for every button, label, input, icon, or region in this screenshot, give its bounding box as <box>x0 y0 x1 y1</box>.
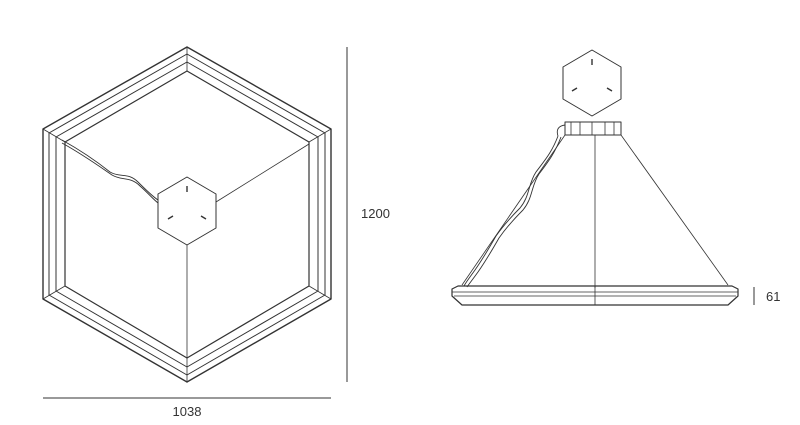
frame-corner-line <box>308 128 332 143</box>
thickness-dimension: 61 <box>753 287 780 305</box>
suspension-wire <box>461 134 566 286</box>
power-cable <box>463 135 559 287</box>
frame-corner-line <box>42 285 66 300</box>
suspension-wire <box>620 134 729 286</box>
frame-corner-line <box>308 285 332 300</box>
thickness-dimension-label: 61 <box>766 289 780 304</box>
width-dimension-label: 1038 <box>173 404 202 419</box>
power-cable <box>61 139 159 201</box>
cable-entry <box>556 124 566 137</box>
canopy-mark <box>606 87 613 92</box>
light-ring <box>451 285 739 306</box>
frame-corner-line <box>42 128 66 143</box>
height-dimension-label: 1200 <box>361 206 390 221</box>
power-cable <box>61 142 159 204</box>
height-dimension: 1200 <box>346 47 390 382</box>
side-view <box>451 49 739 306</box>
top-view <box>42 46 332 383</box>
canopy-mark <box>571 87 578 92</box>
side-canopy-hexagon <box>562 49 622 117</box>
suspension-wire <box>215 143 310 203</box>
width-dimension: 1038 <box>43 397 331 419</box>
connector-hub <box>564 121 622 136</box>
power-cable <box>466 136 562 288</box>
canopy-mark <box>200 215 207 220</box>
canopy-mark <box>167 215 174 220</box>
